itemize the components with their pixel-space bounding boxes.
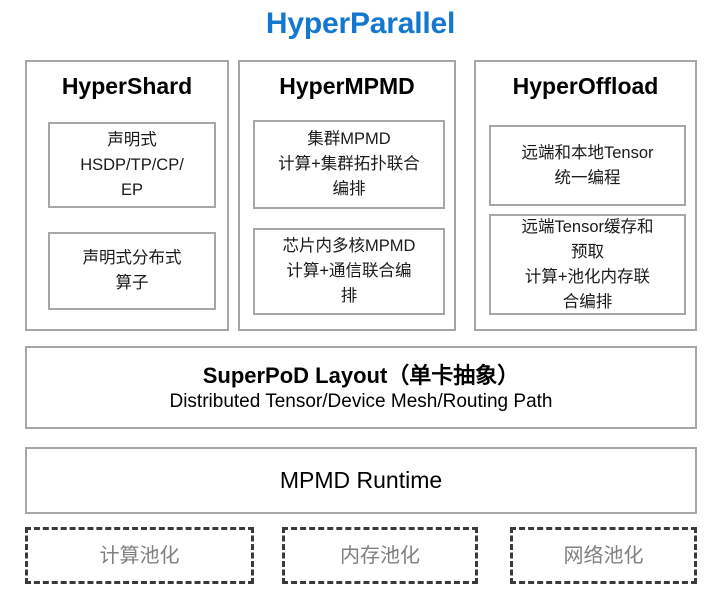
subbox-text: 芯片内多核MPMD 计算+通信联合编 排	[282, 237, 416, 305]
subbox-hyperoffload-cache-prefetch: 远端Tensor缓存和 预取 计算+池化内存联 合编排	[489, 214, 686, 315]
column-title-hypermpmd: HyperMPMD	[279, 73, 415, 99]
pool-box-network: 网络池化	[510, 527, 697, 584]
band-subtitle: Distributed Tensor/Device Mesh/Routing P…	[169, 390, 553, 412]
subbox-hypermpmd-onchip: 芯片内多核MPMD 计算+通信联合编 排	[253, 228, 445, 315]
column-hypermpmd: HyperMPMD 集群MPMD 计算+集群拓扑联合 编排 芯片内多核MPMD …	[238, 60, 456, 331]
pool-box-compute: 计算池化	[25, 527, 254, 584]
band-title: SuperPoD Layout（单卡抽象）	[202, 362, 520, 388]
column-hyperoffload: HyperOffload 远端和本地Tensor 统一编程 远端Tensor缓存…	[474, 60, 697, 331]
subbox-hypershard-declarative-parallelism: 声明式 HSDP/TP/CP/ EP	[48, 122, 216, 208]
column-hypershard: HyperShard 声明式 HSDP/TP/CP/ EP 声明式分布式 算子	[25, 60, 229, 331]
subbox-hypermpmd-cluster: 集群MPMD 计算+集群拓扑联合 编排	[253, 120, 445, 209]
pool-label: 网络池化	[563, 544, 644, 567]
pool-box-memory: 内存池化	[282, 527, 478, 584]
subbox-text: 集群MPMD 计算+集群拓扑联合 编排	[278, 130, 420, 198]
band-superpod-layout: SuperPoD Layout（单卡抽象） Distributed Tensor…	[25, 346, 697, 429]
pool-label: 计算池化	[99, 544, 180, 567]
column-title-hyperoffload: HyperOffload	[512, 73, 659, 99]
subbox-text: 声明式分布式 算子	[82, 249, 182, 292]
subbox-hyperoffload-unified-programming: 远端和本地Tensor 统一编程	[489, 125, 686, 206]
column-title-hypershard: HyperShard	[61, 73, 193, 99]
band-mpmd-runtime: MPMD Runtime	[25, 447, 697, 514]
subbox-hypershard-declarative-operator: 声明式分布式 算子	[48, 232, 216, 310]
band-title: MPMD Runtime	[279, 467, 443, 493]
subbox-text: 声明式 HSDP/TP/CP/ EP	[80, 130, 184, 199]
pool-label: 内存池化	[340, 544, 420, 567]
subbox-text: 远端和本地Tensor 统一编程	[521, 143, 654, 187]
diagram-title: HyperParallel	[265, 7, 456, 40]
subbox-text: 远端Tensor缓存和 预取 计算+池化内存联 合编排	[521, 217, 654, 311]
